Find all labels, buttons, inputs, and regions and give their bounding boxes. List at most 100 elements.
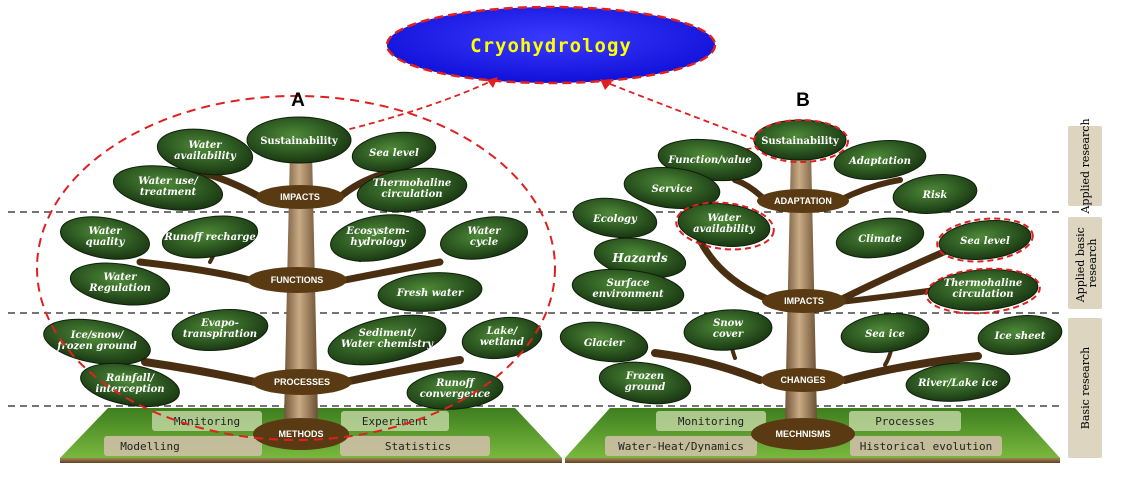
- title-group: Cryohydrology: [385, 5, 717, 85]
- leaf-label-line: Water: [188, 140, 222, 151]
- tree-a-node-impacts: [256, 185, 344, 209]
- tree-a-leaf-water-use: [112, 165, 224, 211]
- tree-b-node-mechnisms: [751, 418, 855, 450]
- side-label-applied-basic: Applied basic research: [1074, 224, 1099, 304]
- tree-b-label-sustainability: Sustainability: [761, 136, 840, 147]
- tree-b-label-glacier: Glacier: [584, 338, 625, 349]
- leaf-label-line: cycle: [470, 237, 498, 248]
- side-label-applied-basic-line2: research: [1086, 239, 1099, 288]
- tree-a-leaf-runoff-conv: [406, 370, 504, 410]
- leaf-label-line: Thermohaline: [944, 278, 1023, 289]
- tree-a-highlight-circle: [36, 95, 556, 441]
- tree-b-highlight-water-availability: [675, 201, 775, 251]
- leaf-label-line: Water chemistry: [341, 339, 434, 350]
- tree-a-leaf-thermohaline: [356, 167, 468, 213]
- tree-b-node-impacts: [762, 289, 846, 313]
- tree-b-leaf-sea-ice: [840, 313, 930, 353]
- tree-b-leaf-sea-level: [938, 220, 1032, 260]
- tree-b-label-ecology: Ecology: [592, 214, 638, 225]
- tree-b-box-processes: [849, 411, 961, 431]
- title-connectors: [329, 77, 757, 141]
- leaf-label-line: environment: [592, 289, 664, 300]
- tree-a-node-functions: [247, 267, 347, 293]
- side-label-basic: Basic research: [1079, 347, 1092, 429]
- tree-b-base-historical: Historical evolution: [860, 440, 992, 453]
- arrowhead-b: [600, 79, 612, 90]
- tree-b: Monitoring Processes Water-Heat/Dynamics…: [559, 90, 1063, 463]
- tree-b-leaf-labels: Sustainability Function/value Adaptation…: [584, 136, 1046, 393]
- tree-b-label-climate: Climate: [858, 234, 902, 245]
- tree-b-node-mechnisms-label: MECHNISMS: [775, 429, 830, 439]
- leaf-label-line: Runoff: [435, 378, 476, 389]
- title-text: Cryohydrology: [470, 35, 632, 57]
- leaf-label-line: Frozen: [625, 371, 664, 382]
- tree-a-label: A: [291, 90, 305, 111]
- tree-a-node-impacts-label: IMPACTS: [280, 192, 320, 202]
- tree-a-label-evapo: Evapo-transpiration: [183, 318, 257, 340]
- tree-b-box-monitoring: [656, 411, 766, 431]
- tree-b-label-sea-ice: Sea ice: [865, 329, 905, 340]
- leaf-label-line: Water: [103, 272, 137, 283]
- tree-a-leaf-ecosystem: [330, 214, 426, 262]
- tree-b-leaves: [559, 119, 1063, 405]
- tree-b-base-water-heat: Water-Heat/Dynamics: [618, 440, 744, 453]
- leaf-label-line: Thermohaline: [373, 178, 452, 189]
- tree-a-box-statistics: [340, 436, 490, 456]
- tree-a-leaf-water-regulation: [69, 262, 171, 306]
- tree-a-label-sediment: Sediment/Water chemistry: [341, 328, 434, 350]
- tree-b-leaf-climate: [835, 217, 925, 259]
- tree-a-label-ecosystem: Ecosystem-hydrology: [345, 226, 409, 248]
- tree-b-base-processes: Processes: [875, 415, 935, 428]
- tree-b-label: B: [796, 90, 810, 111]
- tree-b-label-hazards: Hazards: [611, 251, 667, 265]
- tree-b-highlight-sea-level: [936, 217, 1034, 263]
- tree-a-node-functions-label: FUNCTIONS: [271, 275, 324, 285]
- leaf-label-line: Sediment/: [359, 328, 417, 339]
- tree-b-leaf-adaptation: [833, 140, 927, 180]
- leaf-label-line: cover: [713, 329, 744, 340]
- leaf-label-line: Water: [88, 226, 122, 237]
- leaf-label-line: circulation: [952, 289, 1013, 300]
- arrowhead-a: [487, 77, 498, 88]
- tree-b-leaf-service: [623, 166, 721, 210]
- tree-b-node-changes: [761, 368, 845, 392]
- leaf-label-line: hydrology: [350, 237, 406, 248]
- title-ellipse: [385, 5, 717, 85]
- tree-b-highlight-thermohaline: [925, 267, 1041, 315]
- tree-b-leaf-river-lake-ice: [905, 362, 1011, 402]
- tree-b-label-river-lake-ice: River/Lake ice: [917, 378, 998, 389]
- leaf-label-line: Rainfall/: [105, 373, 155, 384]
- tree-a-leaf-water-cycle: [440, 216, 528, 260]
- tree-b-leaf-thermohaline: [927, 269, 1039, 311]
- tree-b-node-impacts-label: IMPACTS: [784, 296, 824, 306]
- tree-a-leaf-runoff-recharge: [161, 215, 259, 259]
- tree-a-label-lake: Lake/wetland: [480, 326, 524, 348]
- leaf-label-line: Water use/: [138, 176, 199, 187]
- tree-a-base-statistics: Statistics: [385, 440, 451, 453]
- leaf-label-line: treatment: [140, 187, 197, 198]
- tree-a-label-sustainability: Sustainability: [260, 136, 339, 147]
- tree-b-leaf-surface-env: [571, 268, 685, 312]
- tree-a-leaf-water-availability: [156, 128, 254, 176]
- leaf-label-line: wetland: [480, 337, 524, 348]
- leaf-label-line: Water: [467, 226, 501, 237]
- leaf-label-line: interception: [95, 384, 164, 395]
- side-box-applied: [1068, 126, 1102, 206]
- side-labels: Applied research Applied basic research …: [1068, 118, 1102, 458]
- tree-b-label-sea-level: Sea level: [960, 236, 1010, 247]
- tree-b-leaf-glacier: [559, 321, 649, 363]
- side-box-basic: [1068, 318, 1102, 458]
- tree-a-label-sea-level: Sea level: [369, 148, 419, 159]
- tree-b-leaf-snow-cover: [683, 309, 773, 351]
- tree-a-box-modelling: [104, 436, 262, 456]
- tree-b-leaf-frozen-ground: [598, 361, 692, 405]
